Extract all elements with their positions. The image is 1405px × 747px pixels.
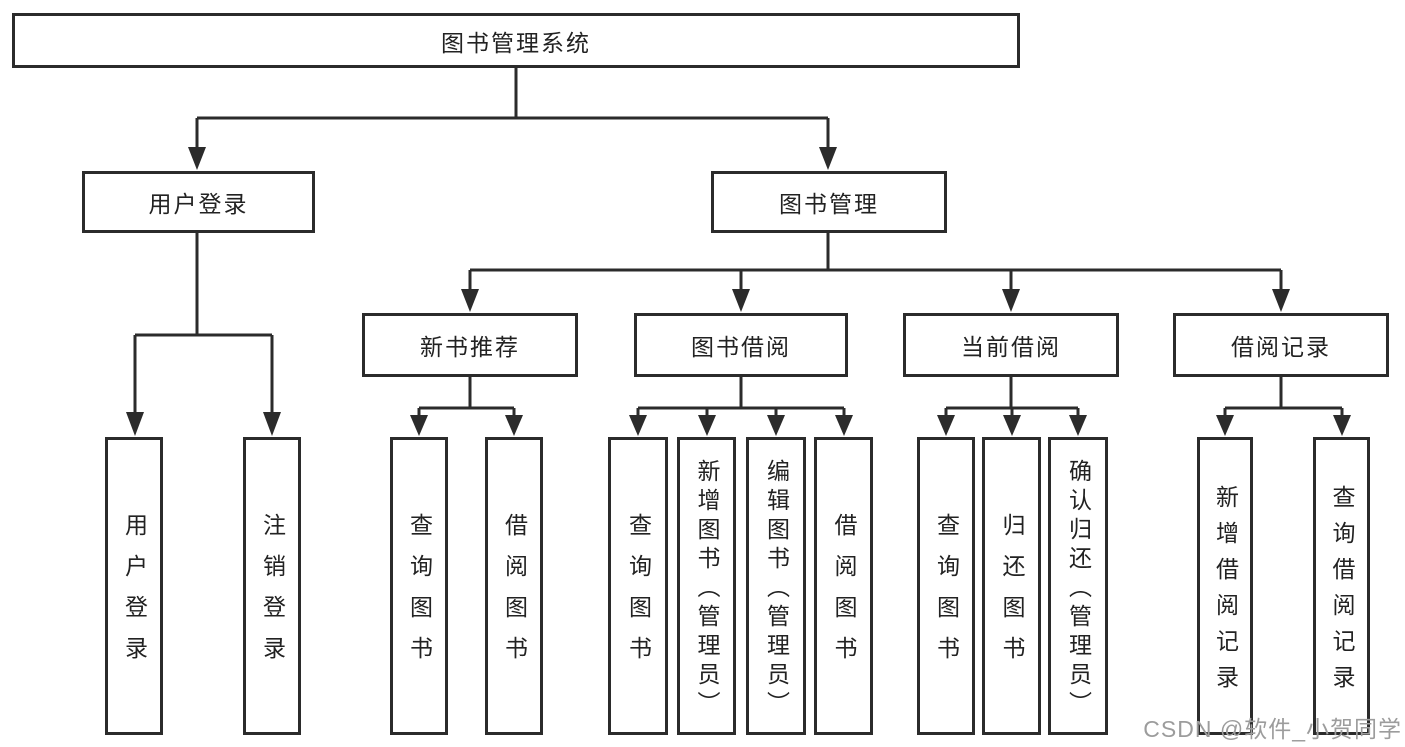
node-borrow-records: 借阅记录 bbox=[1173, 313, 1389, 377]
leaf-return-books-label: 归还图书 bbox=[999, 513, 1025, 677]
node-new-book-recommend-label: 新书推荐 bbox=[420, 334, 520, 360]
node-user-login-label: 用户登录 bbox=[148, 191, 249, 217]
connector-new-book-recommend-to-leaves bbox=[410, 377, 523, 436]
leaf-edit-books-admin-label: 编辑图书（管理员） bbox=[763, 458, 790, 720]
leaf-query-borrow-record: 查询借阅记录 bbox=[1313, 437, 1370, 735]
node-current-borrow-label: 当前借阅 bbox=[961, 334, 1061, 360]
node-library-management-system-label: 图书管理系统 bbox=[441, 29, 591, 56]
leaf-logout-label: 注销登录 bbox=[259, 513, 286, 677]
node-book-management-label: 图书管理 bbox=[779, 191, 879, 217]
leaf-confirm-return-admin-label: 确认归还（管理员） bbox=[1065, 458, 1092, 720]
connector-current-borrow-to-leaves bbox=[937, 377, 1087, 436]
leaf-query-books-1-label: 查询图书 bbox=[406, 513, 433, 677]
leaf-return-books: 归还图书 bbox=[982, 437, 1041, 735]
leaf-query-books-2: 查询图书 bbox=[608, 437, 668, 735]
connector-borrow-records-to-leaves bbox=[1216, 377, 1351, 436]
leaf-borrow-books-2-label: 借阅图书 bbox=[831, 513, 857, 677]
leaf-borrow-books-1: 借阅图书 bbox=[485, 437, 543, 735]
leaf-add-borrow-record: 新增借阅记录 bbox=[1197, 437, 1253, 735]
leaf-borrow-books-1-label: 借阅图书 bbox=[501, 513, 528, 677]
node-book-borrow: 图书借阅 bbox=[634, 313, 848, 377]
node-user-login: 用户登录 bbox=[82, 171, 315, 233]
leaf-query-borrow-record-label: 查询借阅记录 bbox=[1329, 484, 1355, 701]
csdn-watermark: CSDN @软件_小贺同学 bbox=[1143, 716, 1402, 742]
leaf-edit-books-admin: 编辑图书（管理员） bbox=[746, 437, 806, 735]
leaf-logout: 注销登录 bbox=[243, 437, 301, 735]
connector-root-to-level2 bbox=[188, 68, 837, 170]
leaf-user-login-label: 用户登录 bbox=[121, 513, 148, 677]
leaf-query-books-3-label: 查询图书 bbox=[933, 513, 960, 677]
connector-book-management-to-level3 bbox=[461, 233, 1290, 312]
leaf-user-login: 用户登录 bbox=[105, 437, 163, 735]
leaf-query-books-2-label: 查询图书 bbox=[625, 513, 652, 677]
node-book-borrow-label: 图书借阅 bbox=[691, 334, 791, 360]
node-new-book-recommend: 新书推荐 bbox=[362, 313, 578, 377]
leaf-borrow-books-2: 借阅图书 bbox=[814, 437, 873, 735]
connector-book-borrow-to-leaves bbox=[629, 377, 853, 436]
leaf-query-books-3: 查询图书 bbox=[917, 437, 975, 735]
leaf-add-borrow-record-label: 新增借阅记录 bbox=[1212, 484, 1239, 701]
node-current-borrow: 当前借阅 bbox=[903, 313, 1119, 377]
leaf-add-books-admin: 新增图书（管理员） bbox=[677, 437, 736, 735]
node-library-management-system: 图书管理系统 bbox=[12, 13, 1020, 68]
leaf-add-books-admin-label: 新增图书（管理员） bbox=[694, 458, 720, 720]
node-borrow-records-label: 借阅记录 bbox=[1231, 334, 1331, 360]
connector-user-login-to-leaves bbox=[126, 233, 281, 436]
node-book-management: 图书管理 bbox=[711, 171, 947, 233]
leaf-query-books-1: 查询图书 bbox=[390, 437, 448, 735]
leaf-confirm-return-admin: 确认归还（管理员） bbox=[1048, 437, 1108, 735]
